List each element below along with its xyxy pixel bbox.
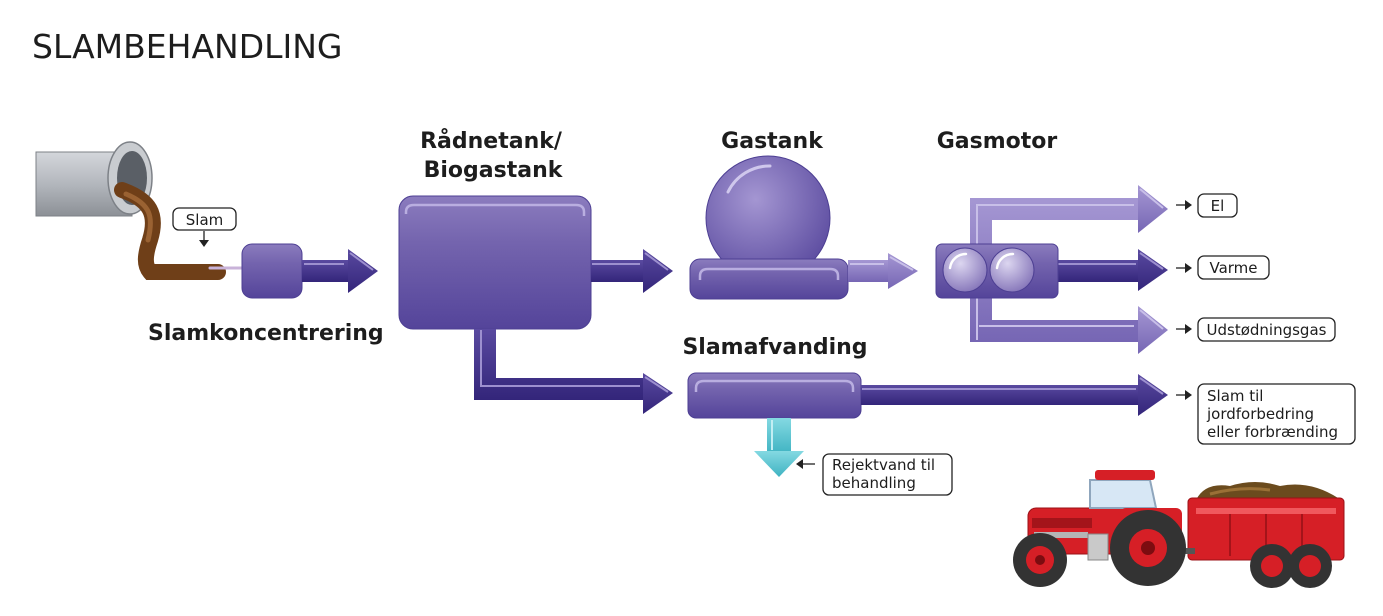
output-varme: Varme bbox=[1176, 255, 1270, 280]
arrow-gastank-gasmotor bbox=[848, 260, 890, 282]
reject-water-arrow bbox=[754, 418, 804, 477]
svg-text:Udstødningsgas: Udstødningsgas bbox=[1207, 321, 1327, 339]
svg-text:jordforbedring: jordforbedring bbox=[1206, 405, 1314, 423]
svg-text:eller forbrænding: eller forbrænding bbox=[1207, 423, 1338, 441]
concentrator-box bbox=[241, 243, 303, 299]
stage-label-concentration: Slamkoncentrering bbox=[148, 321, 384, 346]
svg-text:Varme: Varme bbox=[1209, 259, 1257, 277]
arrow-concentrator-digester bbox=[302, 260, 352, 282]
output-rejektvand: Rejektvand til behandling bbox=[796, 453, 953, 496]
svg-text:Slam til: Slam til bbox=[1207, 387, 1263, 405]
arrow-digester-gastank bbox=[591, 260, 647, 282]
stage-label-gasmotor: Gasmotor bbox=[937, 129, 1058, 154]
gasmotor-outputs bbox=[970, 185, 1168, 354]
svg-text:Rejektvand til: Rejektvand til bbox=[832, 456, 935, 474]
pipe-icon bbox=[35, 141, 153, 217]
page-title: SLAMBEHANDLING bbox=[32, 27, 343, 66]
arrow-digester-dewatering bbox=[474, 329, 647, 400]
gasmotor-icon bbox=[935, 243, 1059, 299]
svg-text:Slam: Slam bbox=[186, 211, 224, 229]
stage-label-digester-2: Biogastank bbox=[424, 158, 564, 183]
digester-tank bbox=[398, 195, 592, 330]
tractor-icon bbox=[1013, 470, 1345, 588]
output-el: El bbox=[1176, 193, 1238, 218]
svg-text:El: El bbox=[1211, 197, 1225, 215]
stage-label-gastank: Gastank bbox=[721, 129, 824, 154]
svg-text:behandling: behandling bbox=[832, 474, 916, 492]
stage-label-dewatering: Slamafvanding bbox=[682, 335, 867, 360]
stage-label-digester: Rådnetank/ bbox=[420, 128, 563, 154]
slam-callout: Slam bbox=[172, 207, 237, 247]
gastank-icon bbox=[689, 155, 849, 300]
output-udstodningsgas: Udstødningsgas bbox=[1176, 317, 1336, 342]
output-slam-til: Slam til jordforbedring eller forbrændin… bbox=[1176, 383, 1356, 445]
